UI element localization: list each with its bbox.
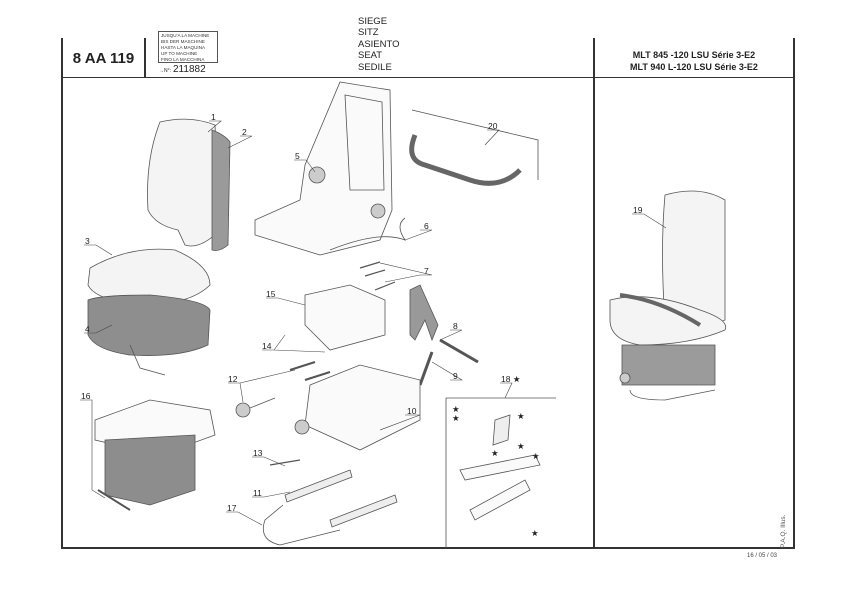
model-box: MLT 845 -120 LSU Série 3-E2 MLT 940 L-12… <box>593 38 795 78</box>
seat-pan <box>87 294 211 356</box>
title-block: SIEGE SITZ ASIENTO SEAT SEDILE <box>358 16 400 73</box>
serial-number: 211882 <box>173 64 206 75</box>
star-icon: ★ <box>452 413 460 423</box>
callout-15: 15 <box>266 289 276 299</box>
seat-pan-cable <box>129 344 166 376</box>
star-markers: ★ ★ ★ ★ ★ ★ ★ <box>452 404 540 538</box>
until-line: BIS DER MASCHINE <box>161 39 205 44</box>
reference-box: 8 AA 119 <box>61 38 146 78</box>
callout-2: 2 <box>242 127 247 137</box>
callout-4: 4 <box>85 324 90 334</box>
callout-17: 17 <box>227 503 237 513</box>
callout-9: 9 <box>453 371 458 381</box>
model-line-1: MLT 845 -120 LSU Série 3-E2 <box>632 50 756 60</box>
serial-number-line: →N°:211882 <box>159 64 206 75</box>
frame-divider <box>593 78 595 548</box>
callout-8: 8 <box>453 321 458 331</box>
star-icon: ★ <box>491 448 499 458</box>
leader-lines <box>80 120 667 526</box>
backrest-cover <box>211 129 231 251</box>
title-it: SEDILE <box>358 61 392 73</box>
callout-14: 14 <box>262 341 272 351</box>
until-line: FINO LA MACCHINA <box>161 57 205 62</box>
slide-rail-left <box>284 469 353 503</box>
callout-19: 19 <box>633 205 643 215</box>
seat-frame <box>254 81 393 256</box>
recline-knob <box>308 166 326 184</box>
callout-16: 16 <box>81 391 91 401</box>
title-en: SEAT <box>358 50 383 62</box>
until-line: UP TO MACHINE <box>161 51 198 56</box>
star-icon: ★ <box>532 451 540 461</box>
model-line-2: MLT 940 L-120 LSU Série 3-E2 <box>630 62 758 72</box>
strap <box>409 284 439 342</box>
drawing-frame <box>61 77 795 549</box>
star-icon: ★ <box>517 441 525 451</box>
star-icon: ★ <box>517 411 525 421</box>
adjust-handle <box>262 504 341 546</box>
release-cable <box>329 217 407 251</box>
title-es: ASIENTO <box>358 38 400 50</box>
backrest-cushion <box>147 118 221 247</box>
serial-prefix: →N°: <box>159 68 171 74</box>
assembled-bellows <box>621 344 716 386</box>
link-bar <box>439 338 479 364</box>
callout-10: 10 <box>407 406 417 416</box>
until-line: JUSQU'A LA MACHINE <box>161 33 210 38</box>
callout-18: 18 ★ <box>501 374 521 384</box>
issue-date: 16 / 05 / 03 <box>747 553 778 559</box>
damper <box>418 351 434 386</box>
callout-20: 20 <box>488 121 498 131</box>
height-knob <box>235 402 251 418</box>
callout-13: 13 <box>253 448 263 458</box>
star-icon: ★ <box>531 528 539 538</box>
seat-belt <box>409 134 522 186</box>
slide-rail-right <box>329 494 398 528</box>
callout-1: 1 <box>211 112 216 122</box>
reference-number: 8 AA 119 <box>72 50 135 67</box>
title-de: SITZ <box>358 27 379 39</box>
callout-6: 6 <box>424 221 429 231</box>
assembled-cushion <box>609 296 727 346</box>
callout-12: 12 <box>228 374 238 384</box>
star-icon: ★ <box>452 404 460 414</box>
callout-5: 5 <box>295 151 300 161</box>
until-line: HASTA LA MAQUINA <box>161 45 206 50</box>
bellows <box>104 434 196 506</box>
callout-3: 3 <box>85 236 90 246</box>
inset-box <box>445 397 556 548</box>
upper-frame <box>304 284 386 351</box>
callout-7: 7 <box>424 266 429 276</box>
suspension-unit <box>304 364 421 451</box>
illustrator-credit: P.A.Q. Illus. <box>780 514 787 548</box>
callout-11: 11 <box>253 488 262 498</box>
title-fr: SIEGE <box>358 16 388 27</box>
until-machine-box: JUSQU'A LA MACHINE BIS DER MASCHINE HAST… <box>158 31 218 63</box>
